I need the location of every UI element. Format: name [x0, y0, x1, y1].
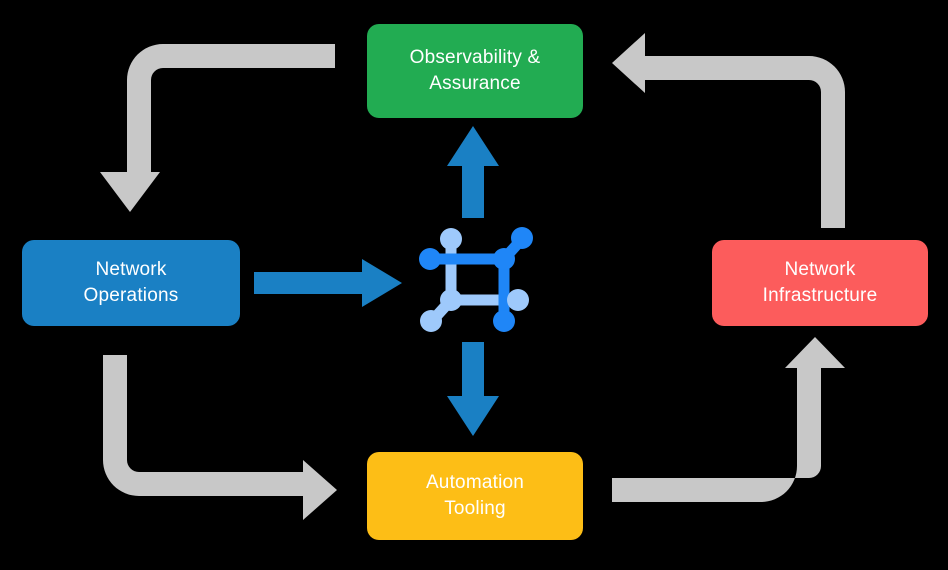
node-label-network-operations: Network Operations: [83, 259, 179, 306]
node-box-network-operations[interactable]: Network Operations: [22, 240, 240, 326]
node-label-network-infrastructure: Network Infrastructure: [762, 259, 878, 306]
network-light-nodes: [420, 228, 529, 332]
arrow-center-to-observability: [447, 126, 499, 218]
node-label-observability: Observability & Assurance: [409, 47, 541, 94]
arrow-center-to-automation: [447, 342, 499, 436]
arrow-automation-to-infrastructure: [612, 337, 845, 502]
arrow-operations-to-automation: [103, 355, 337, 520]
arrow-infrastructure-to-observability: [612, 33, 845, 228]
arrow-observability-to-operations: [100, 44, 335, 212]
node-box-network-infrastructure[interactable]: Network Infrastructure: [712, 240, 928, 326]
arrow-operations-to-center: [254, 259, 402, 307]
network-topology-icon: [419, 227, 533, 332]
node-box-observability[interactable]: Observability & Assurance: [367, 24, 583, 118]
node-label-automation-tooling: Automation Tooling: [425, 472, 525, 519]
node-box-automation-tooling[interactable]: Automation Tooling: [367, 452, 583, 540]
network-dark-nodes: [419, 227, 533, 332]
